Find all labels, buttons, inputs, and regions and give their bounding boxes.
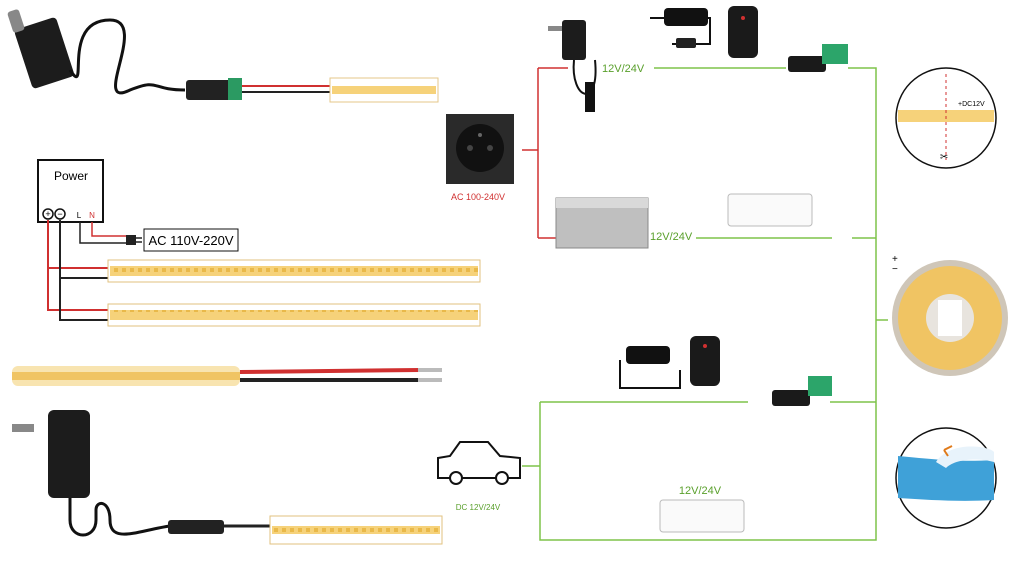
power-supply-icon [555,197,649,249]
svg-text:−: − [57,209,62,219]
car-controller-voltage-label: 12V/24V [679,485,722,497]
led-strip-top [329,77,439,103]
remote-icon [728,6,758,58]
controller-box-mid [727,193,813,227]
controller-box-bottom [659,499,745,533]
adhesive-tape-detail [895,427,997,529]
wall-adapter-top-left [7,9,186,95]
power-l-label: L [77,211,82,220]
car-icon [437,441,521,485]
dc-connector-top [186,78,242,100]
svg-text:−: − [892,264,898,275]
socket-voltage-label: AC 100-240V [451,192,505,202]
mains-plug-icon [126,235,142,245]
wall-adapter-bottom-left [12,410,272,537]
remote-icon-bottom [690,336,720,386]
led-reel-icon: + − [892,254,1008,376]
led-strip-2 [107,303,481,327]
scissors-icon: ✂ [940,152,948,163]
psu-voltage-label: 12V/24V [650,231,693,243]
led-strip-1 [107,259,481,283]
power-box: Power + − L N [37,159,104,223]
wall-socket-icon [446,114,514,184]
inline-controller-top [650,8,711,48]
led-strip-bottom [269,515,443,545]
waterproof-led-strip [12,366,442,386]
svg-text:+: + [892,254,898,265]
inline-controller-bottom [619,346,681,389]
dc-connector-bottom [772,376,832,406]
power-box-label: Power [54,169,88,183]
svg-text:+: + [45,209,50,219]
cut-mark-label: +DC12V [958,101,985,108]
car-voltage-label: DC 12V/24V [456,503,501,512]
power-adapter-icon [548,20,597,112]
power-n-label: N [89,211,95,220]
cut-mark-detail: +DC12V ✂ [895,67,997,169]
adapter-voltage-label: 12V/24V [602,63,645,75]
dc-connector-top-right [788,44,848,72]
ac-mains-label: AC 110V-220V [148,233,233,248]
